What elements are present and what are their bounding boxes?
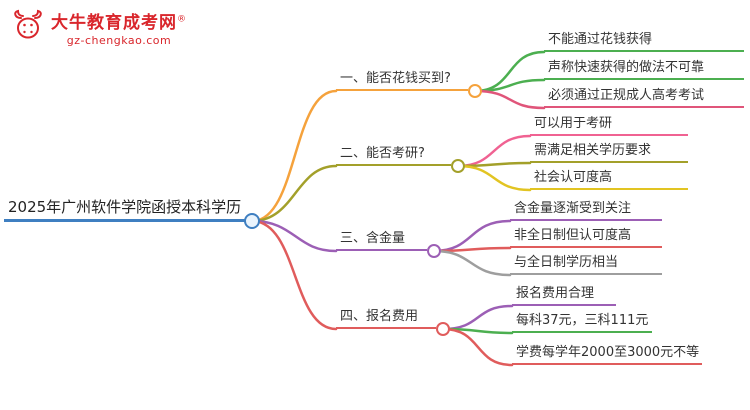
branch-1-circle <box>468 84 482 98</box>
connector-branch-1-child-3 <box>473 89 546 110</box>
branch-4-child-2: 每科37元，三科111元 <box>512 312 652 333</box>
root-node-circle <box>244 213 260 229</box>
registered-mark: ® <box>177 14 187 25</box>
connector-branch-4-child-1 <box>441 304 514 331</box>
branch-4-node: 四、报名费用 <box>336 308 436 329</box>
connector-branch-3-child-1 <box>432 219 512 253</box>
logo-title-text: 大牛教育成考网 <box>51 13 177 33</box>
branch-3-child-2: 非全日制但认可度高 <box>510 227 662 248</box>
connector-root-branch-2 <box>250 164 338 223</box>
root-node: 2025年广州软件学院函授本科学历 <box>4 198 246 222</box>
branch-3-child-1: 含金量逐渐受到关注 <box>510 200 662 221</box>
branch-2-child-2: 需满足相关学历要求 <box>530 142 688 163</box>
connector-branch-2-child-1 <box>456 134 532 168</box>
branch-1-child-1: 不能通过花钱获得 <box>544 31 744 52</box>
branch-4-child-3: 学费每学年2000至3000元不等 <box>512 344 702 365</box>
logo: 大牛教育成考网® gz-chengkao.com <box>10 8 187 48</box>
branch-1-child-2: 声称快速获得的做法不可靠 <box>544 59 744 80</box>
logo-text: 大牛教育成考网® gz-chengkao.com <box>51 8 187 47</box>
connector-root-branch-1 <box>250 89 338 223</box>
connector-root-branch-3 <box>250 219 338 253</box>
bull-logo-icon <box>10 8 46 48</box>
branch-2-circle <box>451 159 465 173</box>
branch-2-node: 二、能否考研? <box>336 145 451 166</box>
branch-3-circle <box>427 244 441 258</box>
connector-branch-4-child-3 <box>441 327 514 367</box>
logo-title: 大牛教育成考网® <box>51 8 187 33</box>
branch-2-child-3: 社会认可度高 <box>530 169 688 190</box>
branch-4-child-1: 报名费用合理 <box>512 285 616 306</box>
logo-url: gz-chengkao.com <box>66 34 172 47</box>
branch-3-child-3: 与全日制学历相当 <box>510 254 662 275</box>
branch-3-node: 三、含金量 <box>336 230 427 251</box>
connector-branch-3-child-3 <box>432 249 512 277</box>
branch-1-child-3: 必须通过正规成人高考考试 <box>544 87 744 108</box>
branch-1-node: 一、能否花钱买到? <box>336 70 468 91</box>
connector-root-branch-4 <box>250 219 338 331</box>
branch-2-child-1: 可以用于考研 <box>530 115 688 136</box>
connector-branch-2-child-3 <box>456 164 532 192</box>
branch-4-circle <box>436 322 450 336</box>
